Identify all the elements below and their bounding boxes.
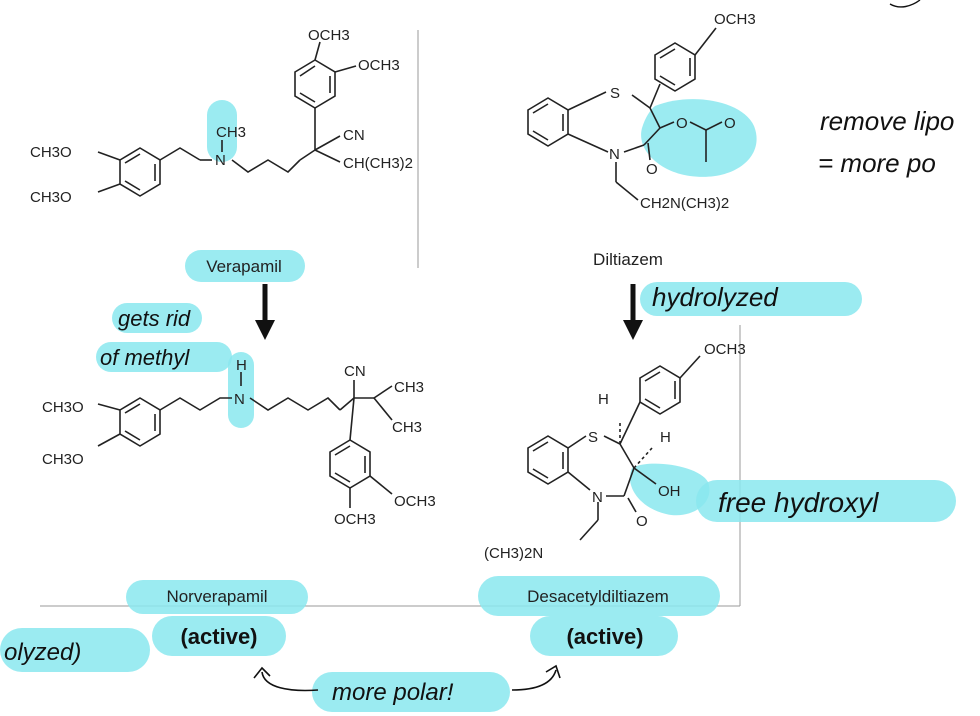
- verapamil-nch3-highlight: [207, 100, 237, 162]
- hydrolyzed-highlight: [640, 282, 862, 316]
- note-remove-lipo: remove lipo: [820, 106, 954, 136]
- desacetyl-dimethylamino: (CH3)2N: [484, 545, 543, 562]
- hydrolyzed-left-highlight: [0, 628, 150, 672]
- diltiazem-structure: OCH3 S O O N O CH2N(CH3)2: [527, 11, 756, 212]
- desacetyldiltiazem-activity: (active): [566, 624, 643, 649]
- norverapamil-structure: CH3O CH3O H N CN CH3 CH3 OCH3 OCH3: [42, 357, 436, 528]
- cropped-handwriting: [889, 0, 921, 8]
- diltiazem-label: Diltiazem: [593, 250, 663, 269]
- verapamil-cn: CN: [343, 127, 365, 144]
- reaction-arrow-right: [623, 284, 643, 340]
- verapamil-n: N: [215, 152, 226, 169]
- verapamil-label: Verapamil: [206, 257, 282, 276]
- verapamil-ch3o-bottom: CH3O: [30, 189, 72, 206]
- norverapamil-ch3-upper: CH3: [394, 379, 424, 396]
- note-gets-rid: gets rid: [118, 306, 191, 331]
- desacetyldiltiazem-structure: OCH3 H H S N O OH (CH3)2N: [484, 341, 746, 562]
- verapamil-structure: CH3O CH3O CH3 N CN CH(CH3)2 OCH3 OCH3: [30, 27, 413, 206]
- active-highlight-right: [530, 616, 678, 656]
- free-hydroxyl-highlight: [696, 480, 956, 522]
- norverapamil-och3-right: OCH3: [394, 493, 436, 510]
- verapamil-nch3: CH3: [216, 124, 246, 141]
- norverapamil-ch3-lower: CH3: [392, 419, 422, 436]
- verapamil-ch3o-top: CH3O: [30, 144, 72, 161]
- desacetyl-lactam-o: O: [636, 513, 648, 530]
- verapamil-isopropyl: CH(CH3)2: [343, 155, 413, 172]
- norverapamil-nh-h: H: [236, 357, 247, 374]
- verapamil-och3-top: OCH3: [308, 27, 350, 44]
- methyl-note-highlight-1: [112, 303, 202, 333]
- norverapamil-label-highlight: [126, 580, 308, 614]
- diltiazem-s: S: [610, 85, 620, 102]
- diltiazem-ester-o: O: [676, 115, 688, 132]
- more-polar-arrows: [253, 664, 561, 692]
- diltiazem-och3: OCH3: [714, 11, 756, 28]
- note-hydrolyzed: hydrolyzed: [652, 282, 779, 312]
- verapamil-och3-right: OCH3: [358, 57, 400, 74]
- oh-highlight: [629, 463, 710, 516]
- norverapamil-ch3o-top: CH3O: [42, 399, 84, 416]
- norverapamil-ch3o-bottom: CH3O: [42, 451, 84, 468]
- diltiazem-side-chain: CH2N(CH3)2: [640, 195, 729, 212]
- note-more-polar: more polar!: [332, 679, 454, 706]
- verapamil-label-highlight: [185, 250, 305, 282]
- note-of-methyl: of methyl: [100, 345, 190, 370]
- desacetyldiltiazem-label: Desacetyldiltiazem: [527, 587, 669, 606]
- desacetyl-label-highlight: [478, 576, 720, 616]
- norverapamil-label: Norverapamil: [166, 587, 267, 606]
- norverapamil-activity: (active): [180, 624, 257, 649]
- desacetyl-h-right: H: [660, 429, 671, 446]
- note-free-hydroxyl: free hydroxyl: [718, 487, 879, 518]
- diltiazem-lactam-o: O: [646, 161, 658, 178]
- norverapamil-n: N: [234, 391, 245, 408]
- more-polar-highlight: [312, 672, 510, 712]
- desacetyl-oh: OH: [658, 483, 681, 500]
- methyl-note-highlight-2: [96, 342, 232, 372]
- desacetyl-och3: OCH3: [704, 341, 746, 358]
- diltiazem-acetate-highlight: [641, 99, 757, 177]
- handwritten-notes: gets rid of methyl hydrolyzed free hydro…: [4, 106, 954, 706]
- norverapamil-och3-bottom: OCH3: [334, 511, 376, 528]
- note-hydrolyzed-left: olyzed): [4, 639, 81, 666]
- active-highlight-left: [152, 616, 286, 656]
- diltiazem-carbonyl-o: O: [724, 115, 736, 132]
- desacetyl-s: S: [588, 429, 598, 446]
- norverapamil-nh-highlight: [228, 352, 254, 428]
- diltiazem-n: N: [609, 146, 620, 163]
- desacetyl-n: N: [592, 489, 603, 506]
- reaction-arrow-left: [255, 284, 275, 340]
- desacetyl-h-upper: H: [598, 391, 609, 408]
- note-more-polar-short: = more po: [818, 148, 936, 178]
- norverapamil-cn: CN: [344, 363, 366, 380]
- highlights: [0, 99, 956, 712]
